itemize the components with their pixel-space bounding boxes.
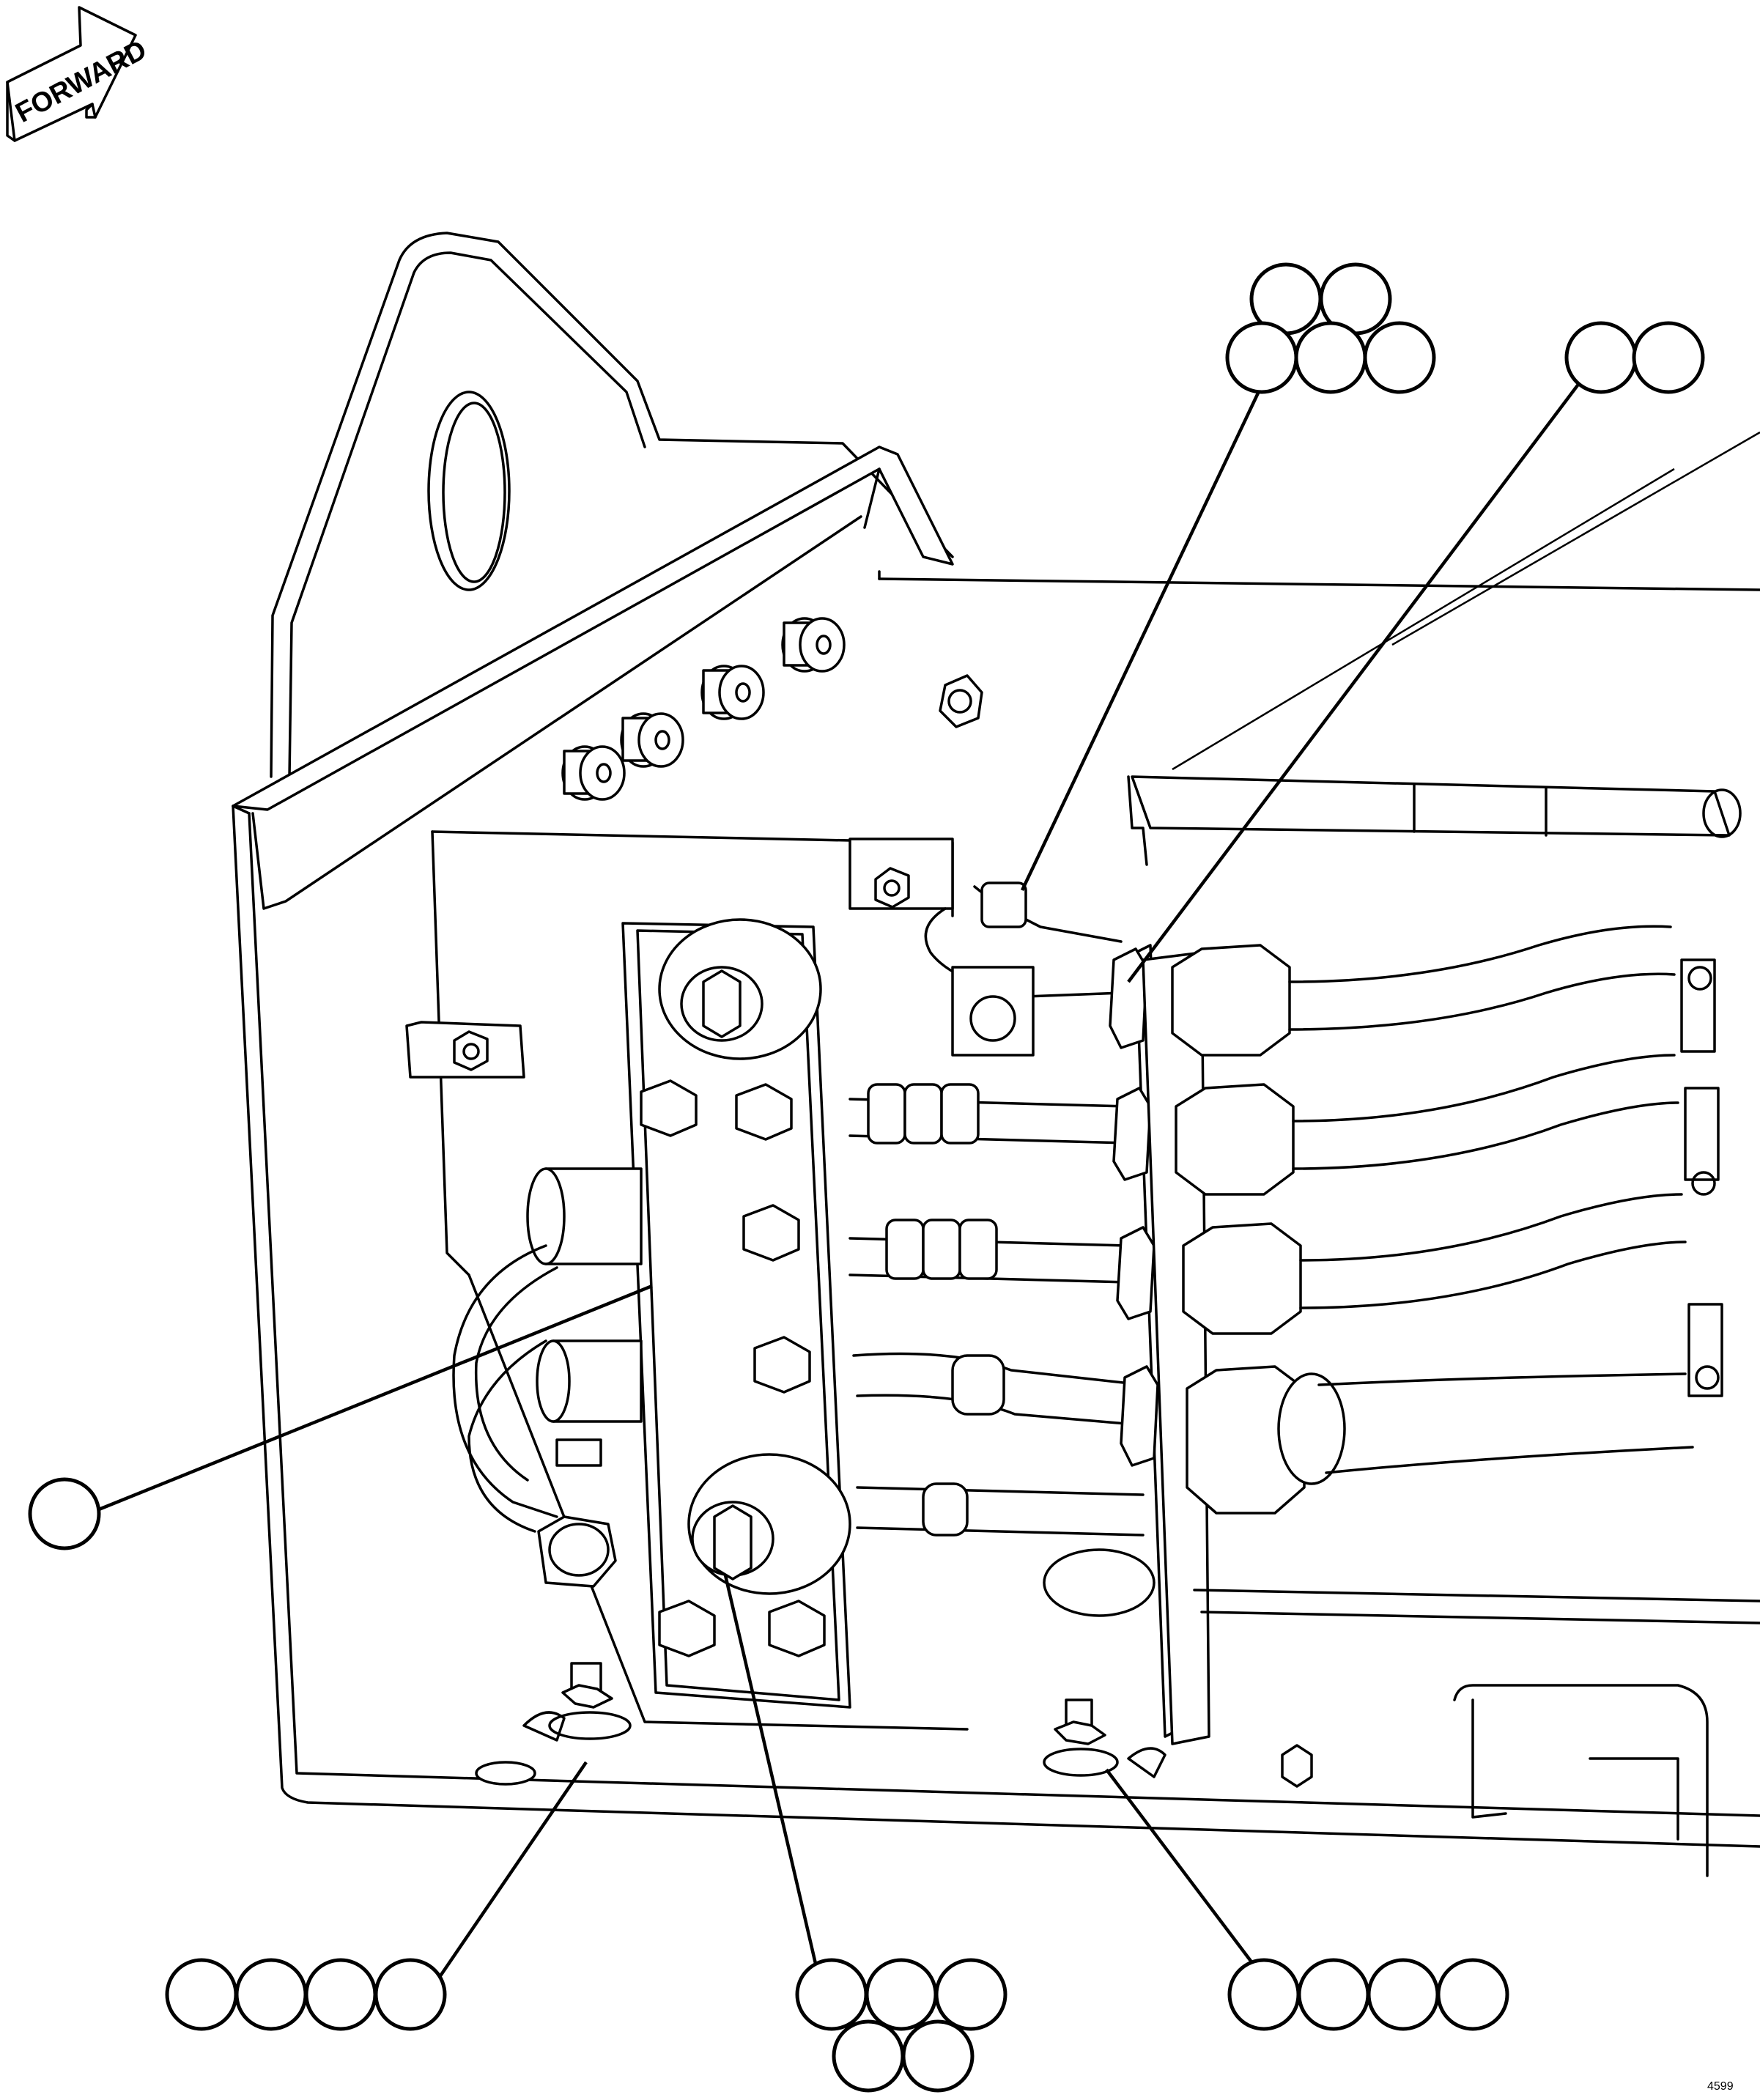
- callout-group-top-center: [1225, 262, 1436, 394]
- main-panel: [232, 431, 1760, 1848]
- standoffs: [561, 617, 983, 801]
- callout-group-bottom-right: [1227, 1958, 1509, 2031]
- callout-bubble: [795, 1958, 868, 2031]
- callout-group-left: [28, 1477, 101, 1550]
- callout-bubble: [1227, 1958, 1301, 2031]
- callout-bubble: [374, 1958, 447, 2031]
- callout-bubble: [304, 1958, 377, 2031]
- angle-rail: [232, 445, 954, 910]
- callout-bubble: [901, 2019, 975, 2093]
- mounting-plate: [405, 830, 969, 1731]
- callout-bubble: [1632, 321, 1705, 394]
- leader-lines: [98, 372, 1588, 1994]
- callout-bubble: [1297, 1958, 1370, 2031]
- ground-stud-left: [475, 1662, 632, 1786]
- callout-bubble: [865, 1958, 938, 2031]
- callout-group-bottom-left: [165, 1958, 447, 2031]
- callout-bubble: [165, 1958, 238, 2031]
- bulkhead-plate: [1109, 944, 1210, 1745]
- capacitor: [452, 1167, 643, 1588]
- callout-bubble: [28, 1477, 101, 1550]
- callout-bubble: [934, 1958, 1007, 2031]
- forward-arrow: FORWARD: [6, 6, 152, 142]
- figure-number: 4599: [1707, 2080, 1734, 2093]
- callout-bubble: [832, 2019, 905, 2093]
- ground-stud-right: [1043, 1698, 1166, 1778]
- callout-bubble: [1225, 321, 1298, 394]
- right-frame: [1127, 775, 1760, 1877]
- callout-bubble: [1436, 1958, 1509, 2031]
- callout-bubble: [1367, 1958, 1440, 2031]
- mounting-bracket: [270, 232, 954, 778]
- callout-bubble: [1363, 321, 1436, 394]
- terminal-block: [621, 918, 851, 1709]
- callout-bubble: [1564, 321, 1638, 394]
- hose-assembly: [848, 881, 1156, 1617]
- callout-group-top-right: [1564, 321, 1705, 394]
- callout-bubble: [1294, 321, 1367, 394]
- callout-group-bottom-center: [795, 1958, 1007, 2093]
- callout-bubble: [234, 1958, 308, 2031]
- fittings: [1171, 925, 1694, 1515]
